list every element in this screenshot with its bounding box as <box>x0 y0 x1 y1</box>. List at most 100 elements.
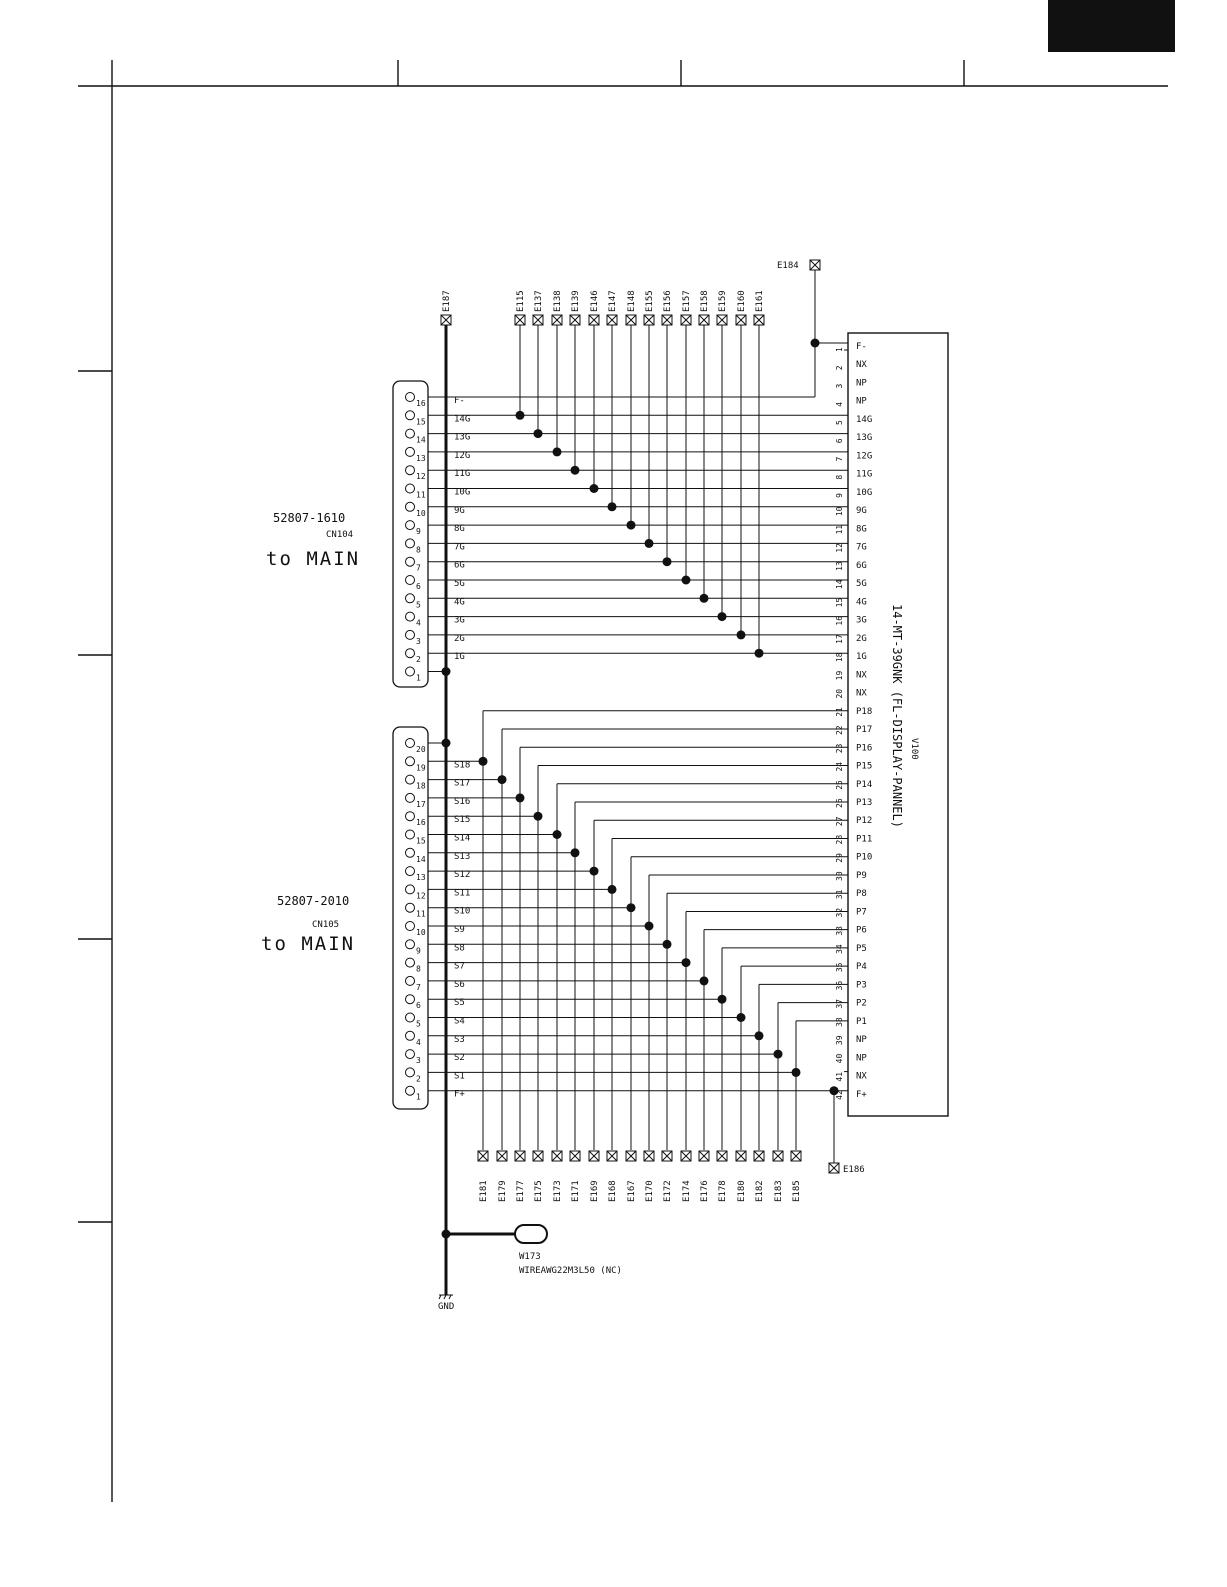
top-terminal-label: E115 <box>516 290 526 312</box>
grid-junction <box>662 557 672 567</box>
display-pin-num: 41 <box>835 1072 844 1082</box>
wire-desc: WIREAWG22M3L50 (NC) <box>519 1266 622 1276</box>
display-pin-num: 22 <box>835 725 844 735</box>
display-pin-num: 16 <box>835 616 844 626</box>
top-terminal-label: E159 <box>718 290 728 312</box>
fl-display-body <box>847 332 949 1117</box>
display-pin-sig: 12G <box>856 451 872 461</box>
bottom-terminal-x2 <box>588 1150 600 1162</box>
bottom-terminal-label: E177 <box>516 1180 526 1202</box>
conn_top-pin-num: 7 <box>416 564 421 573</box>
ground-symbol: GND <box>438 1294 454 1312</box>
conn_bottom-pin-num: 10 <box>416 928 426 937</box>
conn_bottom-pin-sig: S2 <box>454 1053 465 1063</box>
f-plus-terminal-label: E186 <box>843 1165 865 1175</box>
bottom-terminal-label: E173 <box>553 1180 563 1202</box>
conn_top-pin-circle <box>405 575 415 585</box>
conn_top-pin-circle <box>405 392 415 402</box>
bottom-terminal-x2 <box>735 1150 747 1162</box>
display-pin-num: 11 <box>835 525 844 535</box>
schematic-wiring: F-1NX2NP3NP414G513G612G711G810G99G108G11… <box>405 259 872 1202</box>
bottom-terminal-x2 <box>643 1150 655 1162</box>
bottom-terminal-label: E180 <box>737 1180 747 1202</box>
top-terminal-label: E160 <box>737 290 747 312</box>
top-terminal-label: E137 <box>534 290 544 312</box>
conn_top-pin-circle <box>405 666 415 677</box>
display-pin-num: 27 <box>835 816 844 826</box>
conn_top-pin-num: 12 <box>416 472 426 481</box>
bottom-terminal-x2 <box>753 1150 765 1162</box>
display-pin-sig: 1G <box>856 652 867 662</box>
conn_top-pin-circle <box>405 593 415 604</box>
top-terminal-label: E161 <box>755 290 765 312</box>
f-minus-terminal-x2 <box>809 259 821 271</box>
display-pin-sig: 11G <box>856 470 872 480</box>
conn_bottom-pin-circle <box>405 1049 415 1060</box>
top-terminal-x2 <box>532 314 544 326</box>
conn_bottom-pin-sig: F+ <box>454 1090 465 1100</box>
grid-junction <box>533 429 543 439</box>
conn_bottom-pin-sig: S8 <box>454 943 465 953</box>
bottom-terminal-x2 <box>698 1150 710 1162</box>
display-pin-num: 17 <box>835 634 844 644</box>
conn_top-pin-sig: 4G <box>454 597 465 607</box>
wire-ref: W173 <box>519 1252 541 1262</box>
conn_bottom-pin-num: 13 <box>416 873 426 882</box>
conn_bottom-pin-sig: S11 <box>454 888 470 898</box>
bottom-terminal-x2 <box>569 1150 581 1162</box>
conn_bottom-pin-circle <box>405 957 415 968</box>
display-pin-sig: NX <box>856 670 867 680</box>
bottom-terminal-label: E170 <box>645 1180 655 1202</box>
display-pin-sig: NX <box>856 360 867 370</box>
display-pin-num: 19 <box>835 671 844 681</box>
bottom-terminal-x2 <box>790 1150 802 1162</box>
bottom-terminal-label: E183 <box>774 1180 784 1202</box>
conn_top-pin-sig: 10G <box>454 488 470 498</box>
bottom-terminal-label: E175 <box>534 1180 544 1202</box>
bottom-terminal-x2 <box>716 1150 728 1162</box>
display-pin-num: 37 <box>835 999 844 1009</box>
conn_bottom-pin-circle <box>405 902 415 913</box>
top-terminal-label: E155 <box>645 290 655 312</box>
display-pin-sig: 4G <box>856 597 867 607</box>
conn_top-pin-num: 8 <box>416 545 421 554</box>
conn_bottom-pin-num: 18 <box>416 782 426 791</box>
display-pin-num: 39 <box>835 1035 844 1045</box>
display-pin-num: 38 <box>835 1017 844 1027</box>
display-pin-sig: F- <box>856 342 867 352</box>
cn105-ref: CN105 <box>312 920 339 930</box>
bottom-terminal-label: E179 <box>498 1180 508 1202</box>
display-pin-num: 31 <box>835 889 844 899</box>
top-terminal-x2 <box>698 314 710 326</box>
display-pin-num: 36 <box>835 981 844 991</box>
display-pin-num: 18 <box>835 652 844 662</box>
grid-junction <box>626 520 636 530</box>
bottom-terminal-x2 <box>551 1150 563 1162</box>
display-pin-sig: NP <box>856 1035 867 1045</box>
cn105-body <box>392 726 429 1110</box>
f-minus-junction <box>810 338 820 348</box>
display-pin-sig: 14G <box>856 415 872 425</box>
display-pin-num: 21 <box>835 707 844 717</box>
display-pin-num: 2 <box>835 365 844 370</box>
display-pin-num: 13 <box>835 561 844 571</box>
ground-junction <box>441 667 451 676</box>
display-pin-num: 3 <box>835 383 844 388</box>
display-pin-sig: P16 <box>856 743 872 753</box>
conn_bottom-pin-sig: S4 <box>454 1017 465 1027</box>
conn_top-pin-num: 15 <box>416 417 426 426</box>
display-pin-sig: 5G <box>856 579 867 589</box>
display-part-label: 14-MT-39GNK (FL-DISPLAY-PANNEL) <box>890 604 904 828</box>
conn_bottom-pin-num: 5 <box>416 1020 421 1029</box>
grid-junction <box>644 538 654 548</box>
bottom-terminal-label: E176 <box>700 1180 710 1202</box>
conn_bottom-pin-num: 14 <box>416 855 426 864</box>
conn_top-pin-circle <box>405 501 415 512</box>
conn_top-pin-num: 2 <box>416 655 421 664</box>
top-terminal-x2 <box>716 314 728 326</box>
conn_bottom-pin-num: 12 <box>416 891 426 900</box>
display-pin-sig: P8 <box>856 889 867 899</box>
display-pin-num: 33 <box>835 926 844 936</box>
display-pin-num: 34 <box>835 944 844 954</box>
